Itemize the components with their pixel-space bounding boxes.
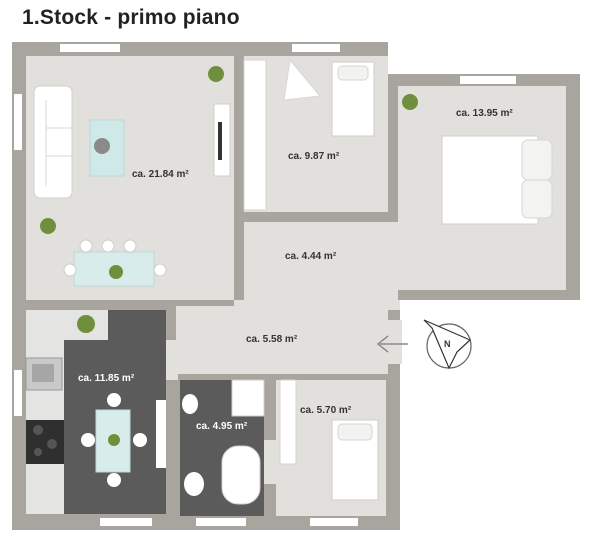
window bbox=[460, 76, 516, 84]
sofa bbox=[33, 85, 73, 199]
window bbox=[100, 518, 152, 526]
window bbox=[196, 518, 246, 526]
plant-icon bbox=[77, 315, 95, 333]
toilet bbox=[184, 472, 204, 496]
room-label-bedroom-single: ca. 5.70 m² bbox=[300, 405, 352, 416]
compass-letter: N bbox=[444, 339, 451, 349]
room-label-kitchen: ca. 11.85 m² bbox=[78, 373, 135, 384]
chair bbox=[283, 58, 321, 101]
hall-upper-floor bbox=[244, 222, 398, 300]
room-label-hall-lower: ca. 5.58 m² bbox=[246, 334, 298, 345]
wardrobe bbox=[243, 59, 267, 211]
window bbox=[14, 94, 22, 150]
wardrobe bbox=[279, 379, 297, 465]
plant-icon bbox=[208, 66, 224, 82]
stove bbox=[26, 420, 64, 464]
window bbox=[310, 518, 358, 526]
window bbox=[14, 370, 22, 416]
plant-icon bbox=[94, 138, 110, 154]
window bbox=[60, 44, 120, 52]
counter bbox=[156, 400, 166, 468]
window bbox=[292, 44, 340, 52]
plant-icon bbox=[109, 265, 123, 279]
toilet bbox=[182, 394, 198, 414]
room-label-hall-upper: ca. 4.44 m² bbox=[285, 251, 337, 262]
hall-lower-floor bbox=[176, 306, 388, 374]
room-label-bathroom: ca. 4.95 m² bbox=[196, 421, 248, 432]
plant-icon bbox=[402, 94, 418, 110]
room-label-bedroom-small: ca. 9.87 m² bbox=[288, 151, 340, 162]
plan-title: 1.Stock - primo piano bbox=[22, 6, 240, 29]
room-label-living: ca. 21.84 m² bbox=[132, 169, 189, 180]
room-label-bedroom-large: ca. 13.95 m² bbox=[456, 108, 513, 119]
compass-icon bbox=[423, 319, 472, 370]
bathtub bbox=[221, 445, 261, 505]
plant-icon bbox=[40, 218, 56, 234]
plant-icon bbox=[108, 434, 120, 446]
